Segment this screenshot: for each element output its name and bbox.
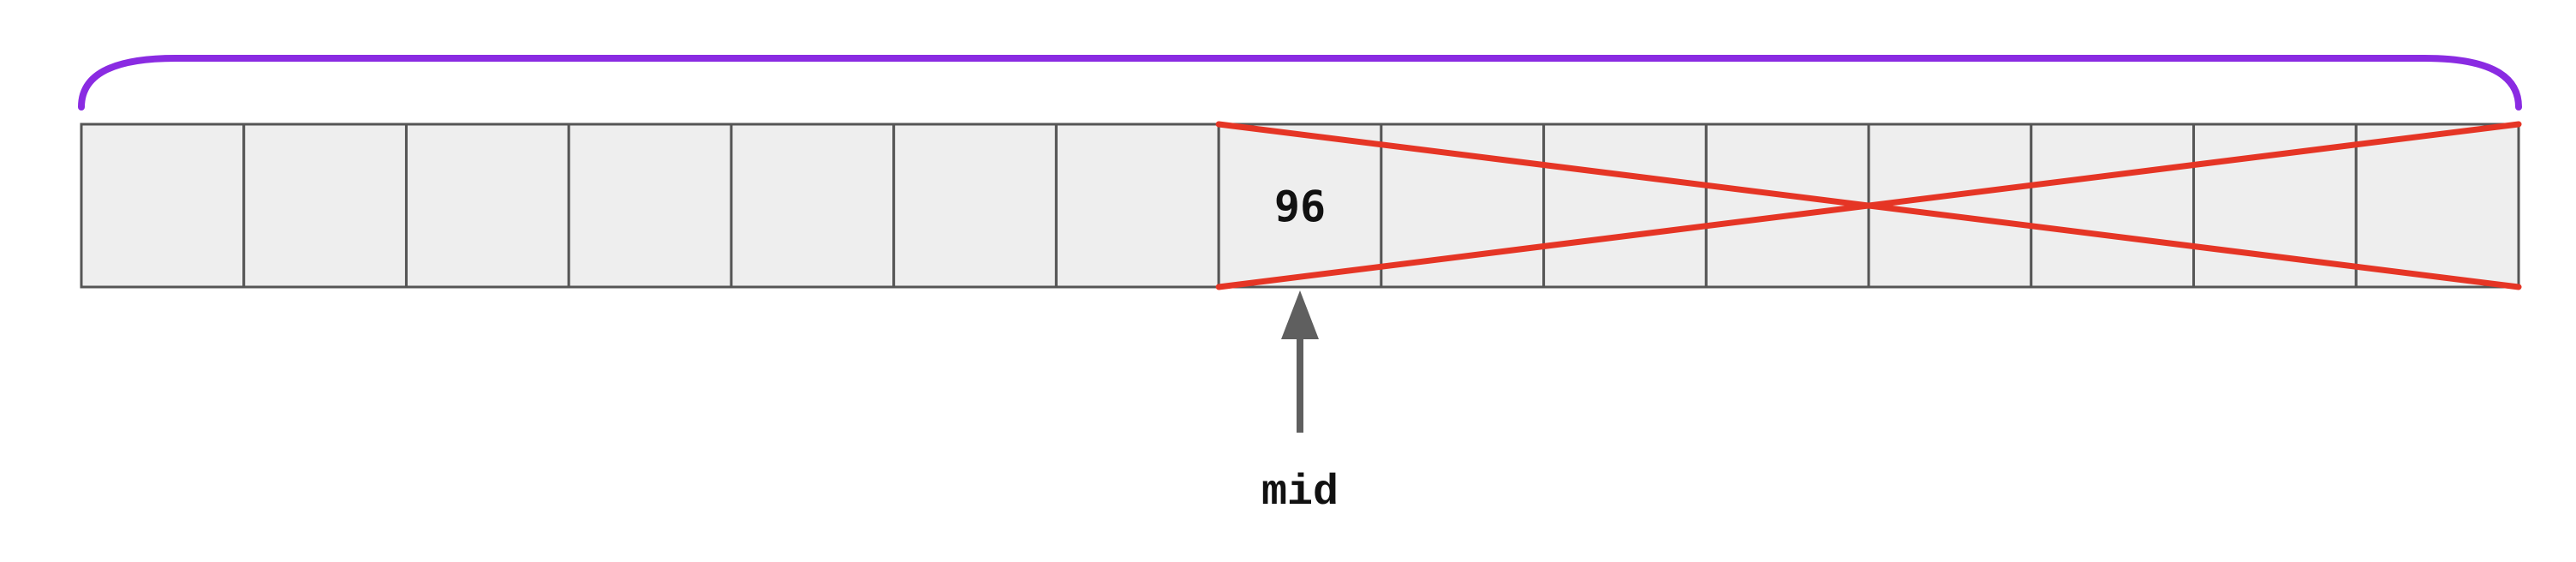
array-cell <box>242 123 408 289</box>
array-cell-box <box>2354 123 2520 289</box>
array-cell <box>2192 123 2358 289</box>
mid-pointer: mid <box>1261 290 1339 517</box>
array-cell <box>1542 123 1708 289</box>
array-cell <box>2030 123 2196 289</box>
array-cell-box <box>404 123 570 289</box>
array-cell <box>567 123 733 289</box>
eliminated-range-cross <box>1215 121 2522 290</box>
array-cell-box <box>1867 123 2033 289</box>
array-cell-box <box>1217 123 1383 289</box>
array-cell <box>892 123 1058 289</box>
search-range-bracket-group <box>78 55 2522 111</box>
array-cell-box <box>1542 123 1708 289</box>
array-cell <box>1380 123 1546 289</box>
array-cell <box>730 123 896 289</box>
array-cell <box>1054 123 1220 289</box>
array-cell-box <box>1054 123 1220 289</box>
array-cells: 96 <box>80 123 2520 289</box>
array-cell: 96 <box>1217 123 1383 289</box>
array-cell-box <box>1380 123 1546 289</box>
array-cell <box>80 123 246 289</box>
search-range-bracket <box>78 55 2522 111</box>
array-cell <box>2354 123 2520 289</box>
array-cell-box <box>2192 123 2358 289</box>
array-cell-box <box>567 123 733 289</box>
array-cell-box <box>80 123 246 289</box>
cross-line <box>1215 121 2522 290</box>
up-arrow-icon <box>1281 290 1319 433</box>
mid-label: mid <box>1261 469 1339 517</box>
array-cell-value: 96 <box>1274 182 1326 231</box>
array-cell-box <box>892 123 1058 289</box>
array-cell <box>1867 123 2033 289</box>
array-cell <box>404 123 570 289</box>
array-cell-box <box>2030 123 2196 289</box>
array-cell-box <box>730 123 896 289</box>
array-cell <box>1704 123 1870 289</box>
array-cell-box <box>242 123 408 289</box>
array-cell-box <box>1704 123 1870 289</box>
